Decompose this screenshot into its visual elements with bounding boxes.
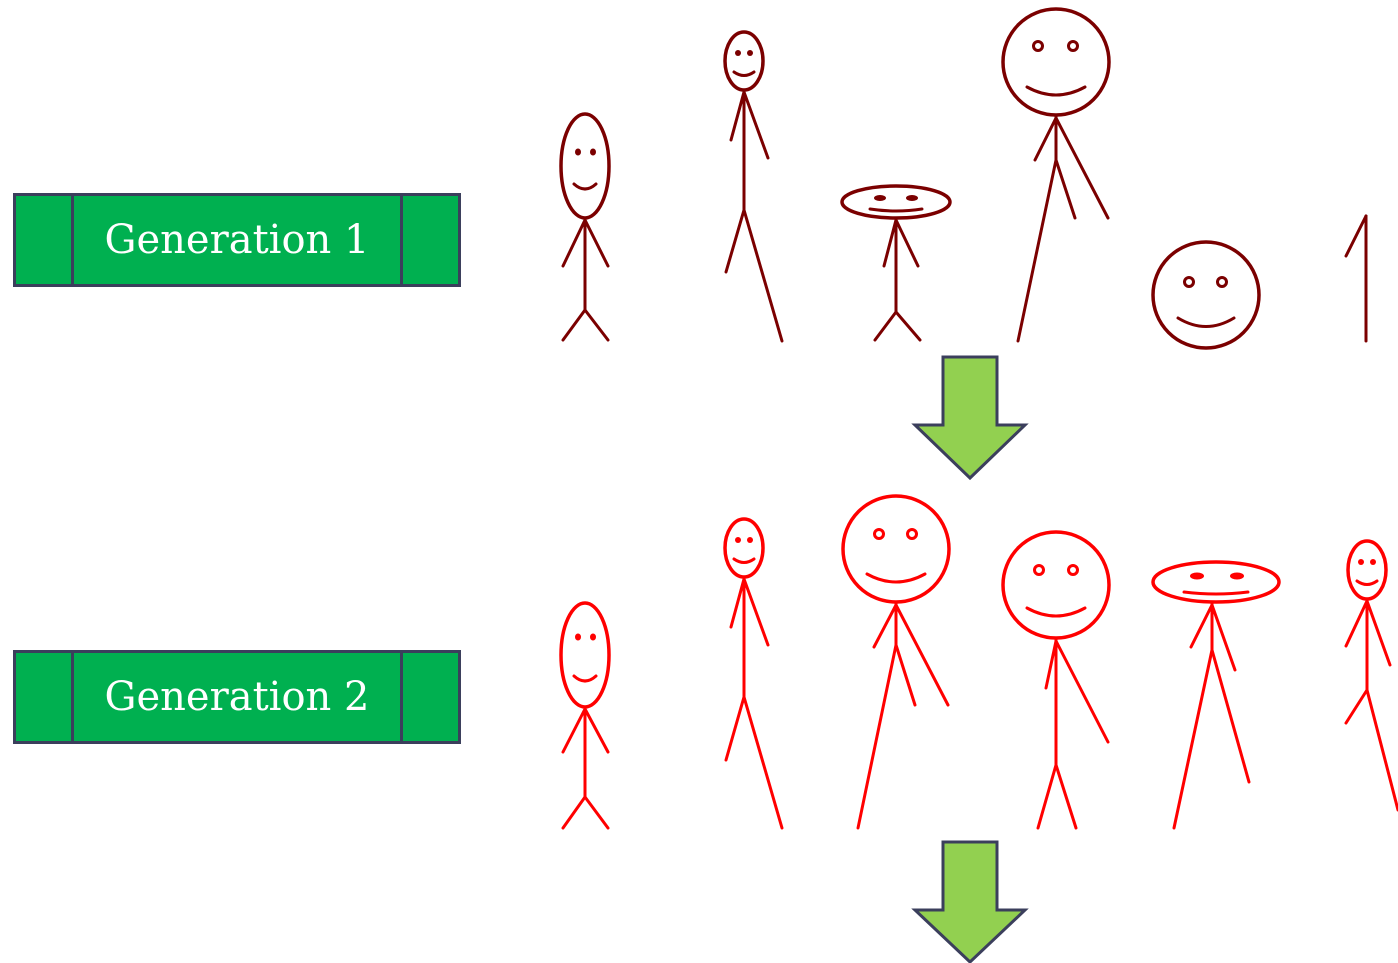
stick-figure-partial [1344,539,1398,812]
box-divider [71,653,74,741]
stick-figure [1151,560,1281,830]
stick-figure [840,184,952,342]
stick-figure [559,112,611,342]
generation-1-label: Generation 1 [104,217,370,263]
generation-1-box: Generation 1 [13,193,461,287]
stick-figure [559,601,611,830]
stick-figure [723,30,784,343]
box-divider [71,196,74,284]
stick-figure [1001,7,1111,343]
generation-2-label: Generation 2 [104,674,370,720]
generation-2-box: Generation 2 [13,650,461,744]
stick-figure-head-only [1151,240,1261,350]
stick-figure [1001,530,1111,830]
box-divider [400,196,403,284]
box-divider [400,653,403,741]
generation-1-figures [559,7,1368,350]
generation-2-figures [559,494,1398,830]
stick-figure [723,517,784,830]
down-arrow-icon [911,840,1029,963]
down-arrow-icon [911,355,1029,481]
stick-figure [841,494,951,830]
stick-figure-partial [1344,214,1368,343]
